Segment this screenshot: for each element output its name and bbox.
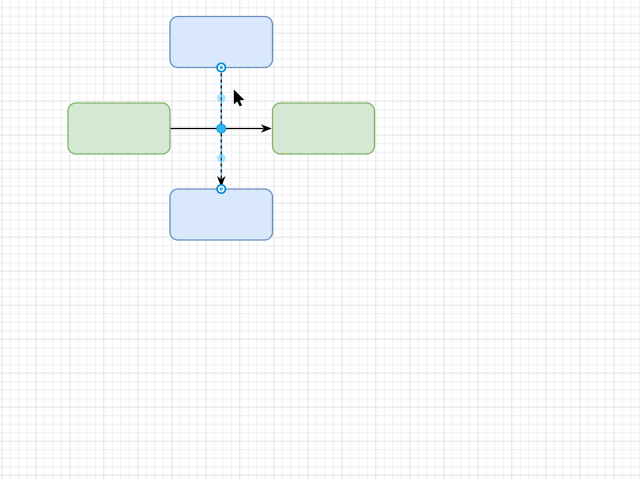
node-top[interactable]	[169, 15, 274, 69]
mouse-cursor-icon	[233, 88, 245, 108]
virtual-waypoint-handle-upper[interactable]	[216, 93, 226, 103]
endpoint-handle-target[interactable]	[216, 183, 227, 195]
waypoint-handle-middle[interactable]	[216, 123, 227, 134]
node-bottom[interactable]	[169, 188, 274, 241]
endpoint-handle-source[interactable]	[216, 62, 227, 73]
edge-left-to-right-arrowhead-icon	[260, 124, 272, 133]
endpoint-handle-target-dot	[219, 187, 223, 191]
node-left[interactable]	[67, 102, 171, 155]
edge-top-to-bottom-arrowhead-icon	[216, 176, 226, 187]
mouse-cursor-shape	[233, 88, 245, 108]
node-right[interactable]	[271, 102, 376, 155]
endpoint-handle-source-dot	[219, 65, 223, 70]
virtual-waypoint-handle-lower[interactable]	[216, 153, 226, 163]
